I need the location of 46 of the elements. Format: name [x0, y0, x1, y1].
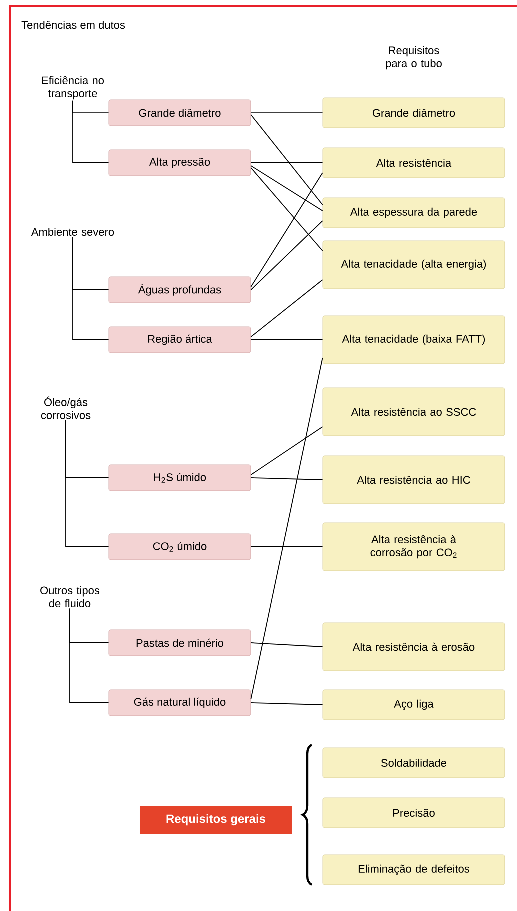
trend-box: Alta pressão	[108, 150, 252, 176]
trend-box: CO$_{2}$ úmido	[108, 534, 252, 560]
requirement-box: Alta resistência	[322, 148, 506, 178]
connector-line	[72, 236, 110, 340]
connector-line	[250, 642, 324, 648]
requirement-box: Alta resistência ao HIC	[322, 456, 506, 504]
trend-box: Águas profundas	[108, 276, 252, 304]
title: Tendências em dutos	[22, 20, 126, 30]
requirement-box: Alta resistência à corrosão por CO$_{2}$	[322, 522, 506, 572]
requirement-box: Grande diâmetro	[322, 98, 506, 128]
trend-box: Pastas de minério	[108, 630, 252, 656]
connector-line	[250, 112, 324, 114]
connector-line	[250, 478, 324, 480]
requirement-box: Alta tenacidade (baixa FATT)	[322, 316, 506, 364]
connector-line	[250, 172, 324, 288]
category-label: Óleo/gás corrosivos	[41, 396, 91, 420]
requirement-box: Eliminação de defeitos	[322, 854, 506, 886]
trend-box: Região ártica	[108, 326, 252, 354]
connector-line	[250, 166, 324, 212]
category-label: Outros tipos de fluido	[40, 586, 100, 608]
connector-line	[66, 420, 110, 548]
requirement-box: Soldabilidade	[322, 748, 506, 778]
connector-line	[250, 280, 324, 338]
trend-box: Grande diâmetro	[108, 100, 252, 126]
column-heading: Requisitos para o tubo	[386, 46, 442, 70]
requirement-box: Alta resistência à erosão	[322, 622, 506, 672]
requirement-box: Alta tenacidade (alta energia)	[322, 240, 506, 290]
requirement-box: Aço liga	[322, 690, 506, 720]
trend-box: H$_{2}$S úmido	[108, 464, 252, 492]
category-label: Eficiência no transporte	[42, 76, 104, 100]
connector-line	[250, 168, 324, 252]
requirement-box: Alta resistência ao SSCC	[322, 388, 506, 436]
connector-line	[250, 358, 324, 700]
connector-line	[250, 702, 324, 706]
trend-box: Gás natural líquido	[108, 690, 252, 716]
requirement-box: Alta espessura da parede	[322, 198, 506, 228]
connector-line	[250, 220, 324, 290]
connector-line	[70, 608, 110, 704]
connector-line	[250, 162, 324, 164]
connector-line	[250, 546, 324, 548]
general-box: Requisitos gerais	[140, 806, 292, 834]
category-label: Ambiente severo	[31, 228, 114, 236]
connector-line	[250, 426, 324, 476]
connector-line	[250, 114, 324, 206]
connector-line	[72, 100, 110, 164]
requirement-box: Precisão	[322, 798, 506, 828]
